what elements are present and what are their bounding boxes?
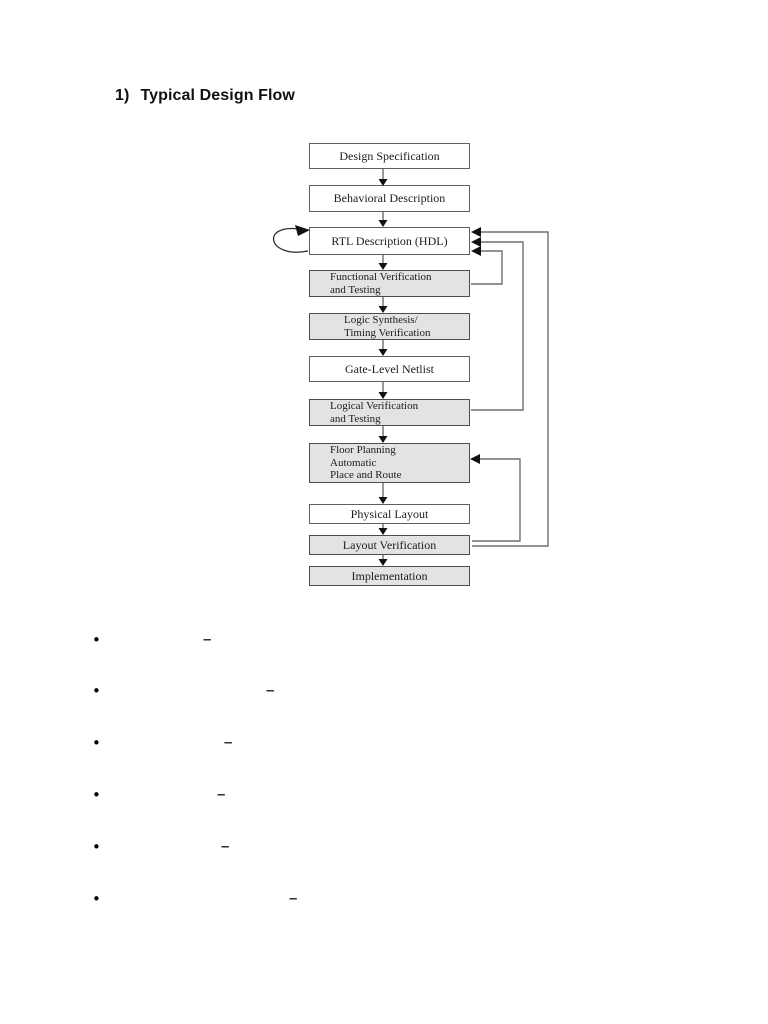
bullet-icon: •: [92, 786, 101, 804]
edge-layoutverif-to-floorplan: [472, 458, 521, 542]
flow-box-implementation: Implementation: [309, 566, 470, 586]
bullet-icon: •: [92, 734, 101, 752]
flow-box-gate-level-netlist: Gate-Level Netlist: [309, 356, 470, 382]
list-item: • –: [0, 891, 768, 907]
bullet-icon: •: [92, 890, 101, 908]
edge-layoutverif-to-rtl: [472, 231, 549, 547]
list-item: • –: [0, 839, 768, 855]
list-item: • –: [0, 683, 768, 699]
flow-box-behavioral-description: Behavioral Description: [309, 185, 470, 212]
flow-box-layout-verification: Layout Verification: [309, 535, 470, 555]
bullet-dash: –: [224, 734, 233, 751]
bullet-icon: •: [92, 631, 101, 649]
flow-box-physical-layout: Physical Layout: [309, 504, 470, 524]
bullet-icon: •: [92, 682, 101, 700]
flow-box-logic-synthesis: Logic Synthesis/ Timing Verification: [309, 313, 470, 340]
bullet-dash: –: [266, 682, 275, 699]
list-item: • –: [0, 632, 768, 648]
bullet-dash: –: [289, 890, 298, 907]
bullet-dash: –: [203, 631, 212, 648]
page-title: 1) Typical Design Flow: [115, 87, 295, 105]
list-item: • –: [0, 735, 768, 751]
flow-box-rtl-description: RTL Description (HDL): [309, 227, 470, 255]
flow-box-design-specification: Design Specification: [309, 143, 470, 169]
edge-rtl-self-loop: [272, 227, 309, 253]
heading-number: 1): [115, 87, 130, 104]
list-item: • –: [0, 787, 768, 803]
flow-box-functional-verification: Functional Verification and Testing: [309, 270, 470, 297]
edge-functional-to-rtl: [471, 250, 503, 285]
edge-logical-to-rtl: [471, 241, 524, 411]
flow-box-logical-verification: Logical Verification and Testing: [309, 399, 470, 426]
flow-box-floor-planning: Floor Planning Automatic Place and Route: [309, 443, 470, 483]
bullet-icon: •: [92, 838, 101, 856]
bullet-dash: –: [217, 786, 226, 803]
bullet-dash: –: [221, 838, 230, 855]
heading-text: Typical Design Flow: [140, 87, 295, 104]
